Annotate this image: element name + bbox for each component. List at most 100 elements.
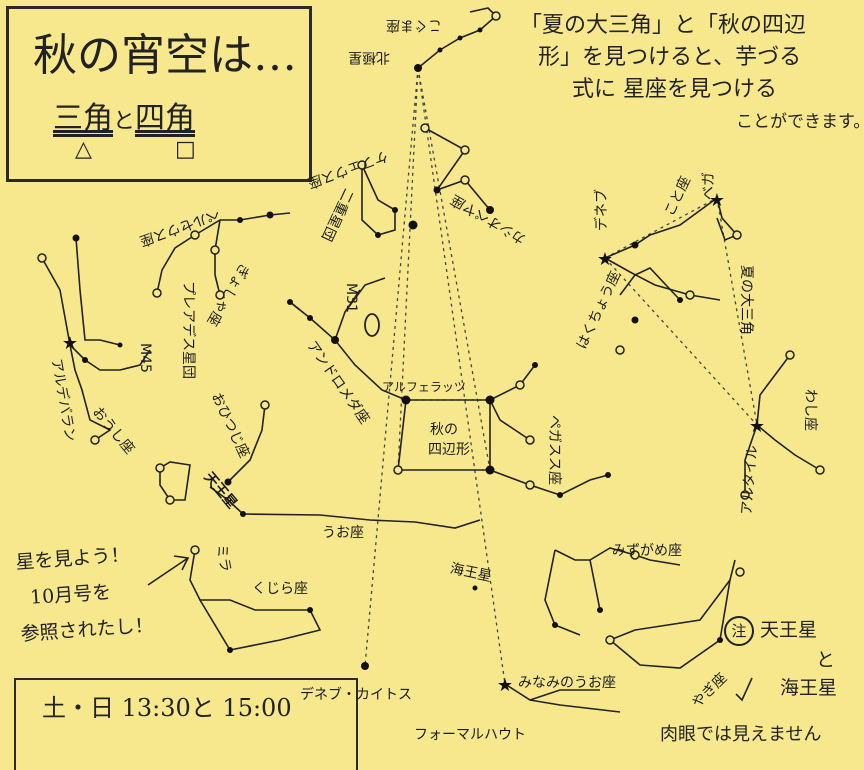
star	[227, 647, 233, 653]
star	[420, 123, 430, 133]
star	[532, 362, 538, 368]
star	[615, 345, 625, 355]
star	[266, 211, 274, 219]
star	[525, 480, 535, 490]
intro-note: 「夏の大三角」と「秋の四辺 形」を見つけると、芋づる 式に 星座を見つける こと…	[520, 10, 864, 138]
intro-note-line: 形」を見つけると、芋づる	[538, 45, 802, 70]
guide-lines	[364, 67, 758, 685]
star	[37, 253, 47, 263]
star-fomalhaut-icon: ★	[497, 675, 513, 696]
star	[740, 490, 750, 500]
label-fomalhaut: フォーマルハウト	[414, 727, 526, 743]
footnote-arrow-icon	[735, 677, 753, 702]
star	[486, 206, 494, 214]
footnote-line: 天王星	[760, 619, 818, 641]
footnote-marker: 注	[724, 616, 754, 646]
schedule-text: 土・日 13:30と 15:00	[42, 694, 292, 722]
label-square-line: 四辺形	[428, 442, 470, 458]
footnote-tail: 肉眼では見えません	[660, 724, 822, 745]
star	[515, 380, 525, 390]
page-title: 秋の宵空は…	[33, 30, 297, 81]
star	[408, 220, 418, 230]
reference-note: 星を見よう！ 10月号を 参照されたし！	[14, 535, 154, 652]
star	[152, 288, 162, 298]
star	[190, 230, 200, 240]
stars	[72, 27, 723, 670]
label-summer-triangle: 夏の大三角	[738, 265, 754, 335]
title-box: 秋の宵空は… 三角と四角 △ □	[6, 6, 312, 182]
star	[307, 607, 313, 613]
star	[357, 160, 367, 170]
star	[477, 27, 483, 33]
star	[597, 607, 603, 613]
star-deneb-kaitos	[361, 662, 369, 670]
label-pegasus: ペガスス座	[546, 415, 562, 485]
star	[437, 47, 443, 53]
square-symbol: □	[175, 137, 196, 162]
intro-note-line: ことができます。	[736, 112, 864, 132]
arrow-icon	[147, 555, 190, 586]
star	[331, 336, 339, 344]
intro-note-line: 「夏の大三角」と「秋の四辺	[520, 13, 807, 38]
star	[155, 463, 165, 473]
star-aldebaran-icon: ★	[62, 333, 78, 354]
star	[815, 465, 825, 475]
star	[72, 234, 80, 242]
star	[732, 230, 742, 240]
star	[90, 435, 100, 445]
label-piscis-austrinus: みなみのうお座	[518, 675, 616, 691]
star	[307, 315, 313, 321]
star	[485, 395, 495, 405]
label-vega: ベガ	[701, 172, 717, 200]
bright-stars: ★ ★ ★ ★ ★	[62, 190, 765, 696]
star	[460, 145, 470, 155]
star	[717, 637, 723, 643]
star	[82, 357, 88, 363]
m31-galaxy-icon	[364, 313, 380, 337]
star	[240, 511, 246, 517]
star	[557, 492, 563, 498]
label-m31: M31	[342, 283, 359, 313]
star	[677, 297, 683, 303]
star	[525, 435, 535, 445]
star-deneb-icon: ★	[597, 249, 613, 270]
star	[631, 316, 639, 324]
star	[491, 11, 501, 21]
star	[460, 175, 470, 185]
triangle-symbol: △	[75, 137, 92, 162]
star	[631, 241, 639, 249]
star	[117, 342, 123, 348]
star	[630, 550, 640, 560]
star	[210, 245, 220, 255]
star	[485, 465, 495, 475]
footnote-line: と	[816, 649, 836, 671]
footnote: 注 天王星 と 海王星	[724, 616, 864, 702]
label-alpheratz: アルフェラッツ	[382, 380, 466, 394]
label-pleiades: プレアデス星団	[180, 281, 196, 379]
star	[685, 290, 695, 300]
label-deneb: デネブ	[594, 189, 610, 231]
constellation-lines	[41, 7, 821, 713]
star	[433, 186, 441, 194]
intro-note-line: 式に 星座を見つける	[572, 77, 777, 102]
star-alpheratz	[401, 395, 411, 405]
star	[457, 35, 463, 41]
star	[393, 465, 403, 475]
open-stars	[37, 11, 825, 645]
star	[375, 232, 381, 238]
star	[605, 635, 615, 645]
label-aquila: わし座	[802, 389, 818, 431]
star	[237, 217, 243, 223]
label-cetus: くじら座	[252, 581, 308, 597]
schedule-box: 土・日 13:30と 15:00	[14, 678, 358, 770]
star-polaris	[414, 64, 422, 72]
star-neptune	[472, 585, 478, 591]
subtitle: 三角と四角	[53, 93, 195, 137]
label-square-line: 秋の	[430, 422, 458, 438]
subtitle-and: と	[113, 109, 136, 134]
star	[287, 299, 293, 305]
star	[605, 472, 611, 478]
star-vega-icon: ★	[709, 190, 725, 211]
star	[215, 290, 225, 300]
